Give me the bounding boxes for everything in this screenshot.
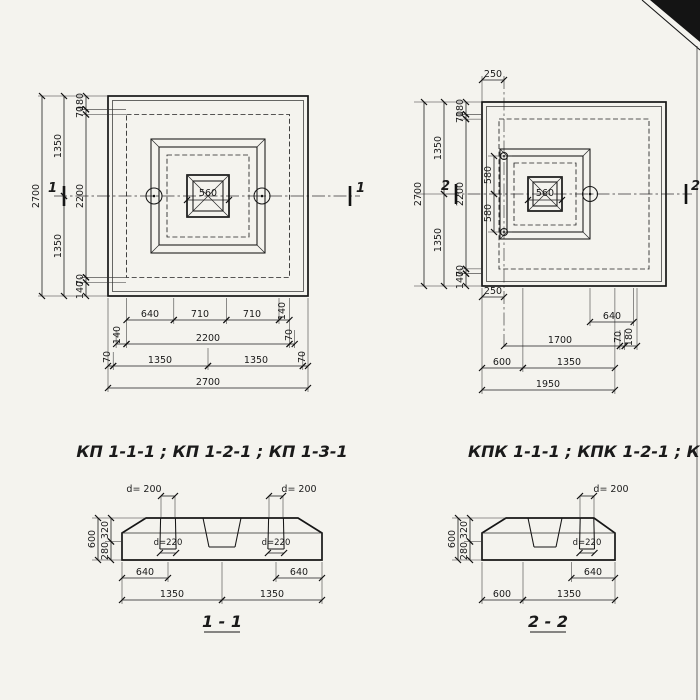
dim-label: 640 — [136, 567, 154, 578]
kp-step-square — [150, 138, 266, 254]
dim-label: 70 — [455, 111, 466, 123]
kp-hidden-square — [126, 114, 290, 278]
dim-label: 140 — [75, 281, 86, 299]
kp-outer-square — [107, 95, 309, 297]
dim-label: 1350 — [433, 136, 444, 160]
dim-label: 1950 — [536, 379, 560, 390]
kpk-socket-square — [527, 176, 563, 212]
dim-label: 600 — [87, 530, 98, 548]
dim-label: 70 — [613, 331, 624, 343]
kpk-hidden-square — [498, 118, 650, 270]
dim-label: 1350 — [557, 589, 581, 600]
dim-label: 600 — [447, 530, 458, 548]
section-mark-label: 2 — [691, 179, 700, 194]
dim-label-d200: d= 200 — [281, 484, 316, 495]
section-mark-label: 1 — [48, 181, 57, 196]
dim-label: 2700 — [413, 182, 424, 206]
dim-label: 580 — [483, 166, 494, 184]
dim-label: 640 — [584, 567, 602, 578]
dim-label: 640 — [141, 309, 159, 320]
dim-label: 1350 — [260, 589, 284, 600]
dim-label: 70 — [102, 351, 113, 363]
dim-label: 250 — [484, 286, 502, 297]
kpk-anchor-hole — [581, 185, 599, 203]
dim-label: 640 — [290, 567, 308, 578]
dim-label: 1350 — [148, 355, 172, 366]
dim-label: 580 — [483, 204, 494, 222]
dim-label-d220: d=220 — [262, 538, 291, 548]
dim-label: 1700 — [548, 335, 572, 346]
section-2-2: d= 200 d=220 600 320 280 640 600 1350 2 … — [447, 484, 629, 633]
section-mark-label: 2 — [441, 179, 450, 194]
kp-socket-square — [186, 174, 230, 218]
dim-label: 70 — [455, 265, 466, 277]
dim-label: 180 — [624, 328, 635, 346]
dim-label-d220: d=220 — [573, 538, 602, 548]
dim-label: 2200 — [196, 333, 220, 344]
dim-label: 1350 — [53, 134, 64, 158]
dim-label: 180 — [455, 99, 466, 117]
dim-label: 320 — [459, 521, 470, 539]
dim-label: 2200 — [75, 184, 86, 208]
dim-label-d200: d= 200 — [593, 484, 628, 495]
dim-label: 70 — [284, 329, 295, 341]
dim-label: 2700 — [196, 377, 220, 388]
dim-label: 140 — [455, 271, 466, 289]
section-mark-label: 1 — [356, 181, 365, 196]
corner-mark — [641, 0, 700, 700]
dim-label: 710 — [243, 309, 261, 320]
dim-label-socket: 560 — [536, 188, 554, 199]
dim-label: 1350 — [53, 234, 64, 258]
view-title-kpk: КПК 1-1-1 ; КПК 1-2-1 ; КПК 1-3-1 — [468, 442, 700, 461]
s11-outline — [121, 517, 323, 561]
dim-label-socket: 560 — [199, 188, 217, 199]
dim-label: 70 — [75, 274, 86, 286]
kp-anchor-hole-right — [253, 187, 271, 205]
dim-label: 250 — [484, 69, 502, 80]
dim-label: 2700 — [31, 184, 42, 208]
kp-anchor-hole-left — [145, 187, 163, 205]
dim-label: 70 — [297, 351, 308, 363]
dim-label: 2200 — [455, 182, 466, 206]
dim-label: 1350 — [433, 228, 444, 252]
dim-label: 320 — [100, 521, 111, 539]
dim-label: 710 — [191, 309, 209, 320]
dim-label: 140 — [112, 326, 123, 344]
dim-label: 140 — [277, 302, 288, 320]
dim-label-d200: d= 200 — [126, 484, 161, 495]
section-title: 1 - 1 — [202, 612, 242, 631]
plan-kpk: 2 2 250 250 580 580 180 70 2 — [413, 69, 700, 461]
view-title-kp: КП 1-1-1 ; КП 1-2-1 ; КП 1-3-1 — [76, 442, 347, 461]
dim-label: 1350 — [557, 357, 581, 368]
dim-label-d220: d=220 — [154, 538, 183, 548]
dim-label: 1350 — [160, 589, 184, 600]
dim-label: 180 — [75, 93, 86, 111]
dim-label: 280 — [100, 542, 111, 560]
kpk-outer-square — [481, 101, 667, 287]
dim-label: 70 — [75, 106, 86, 118]
dim-label: 600 — [493, 357, 511, 368]
section-title: 2 - 2 — [528, 612, 568, 631]
plan-kp: 1 1 180 70 2200 70 140 1350 1350 2700 56… — [31, 92, 365, 461]
dim-label: 1350 — [244, 355, 268, 366]
dim-label: 280 — [459, 542, 470, 560]
section-1-1: d= 200 d= 200 d=220 d=220 600 320 280 64… — [87, 484, 326, 633]
dim-label: 600 — [493, 589, 511, 600]
dim-label: 640 — [603, 311, 621, 322]
